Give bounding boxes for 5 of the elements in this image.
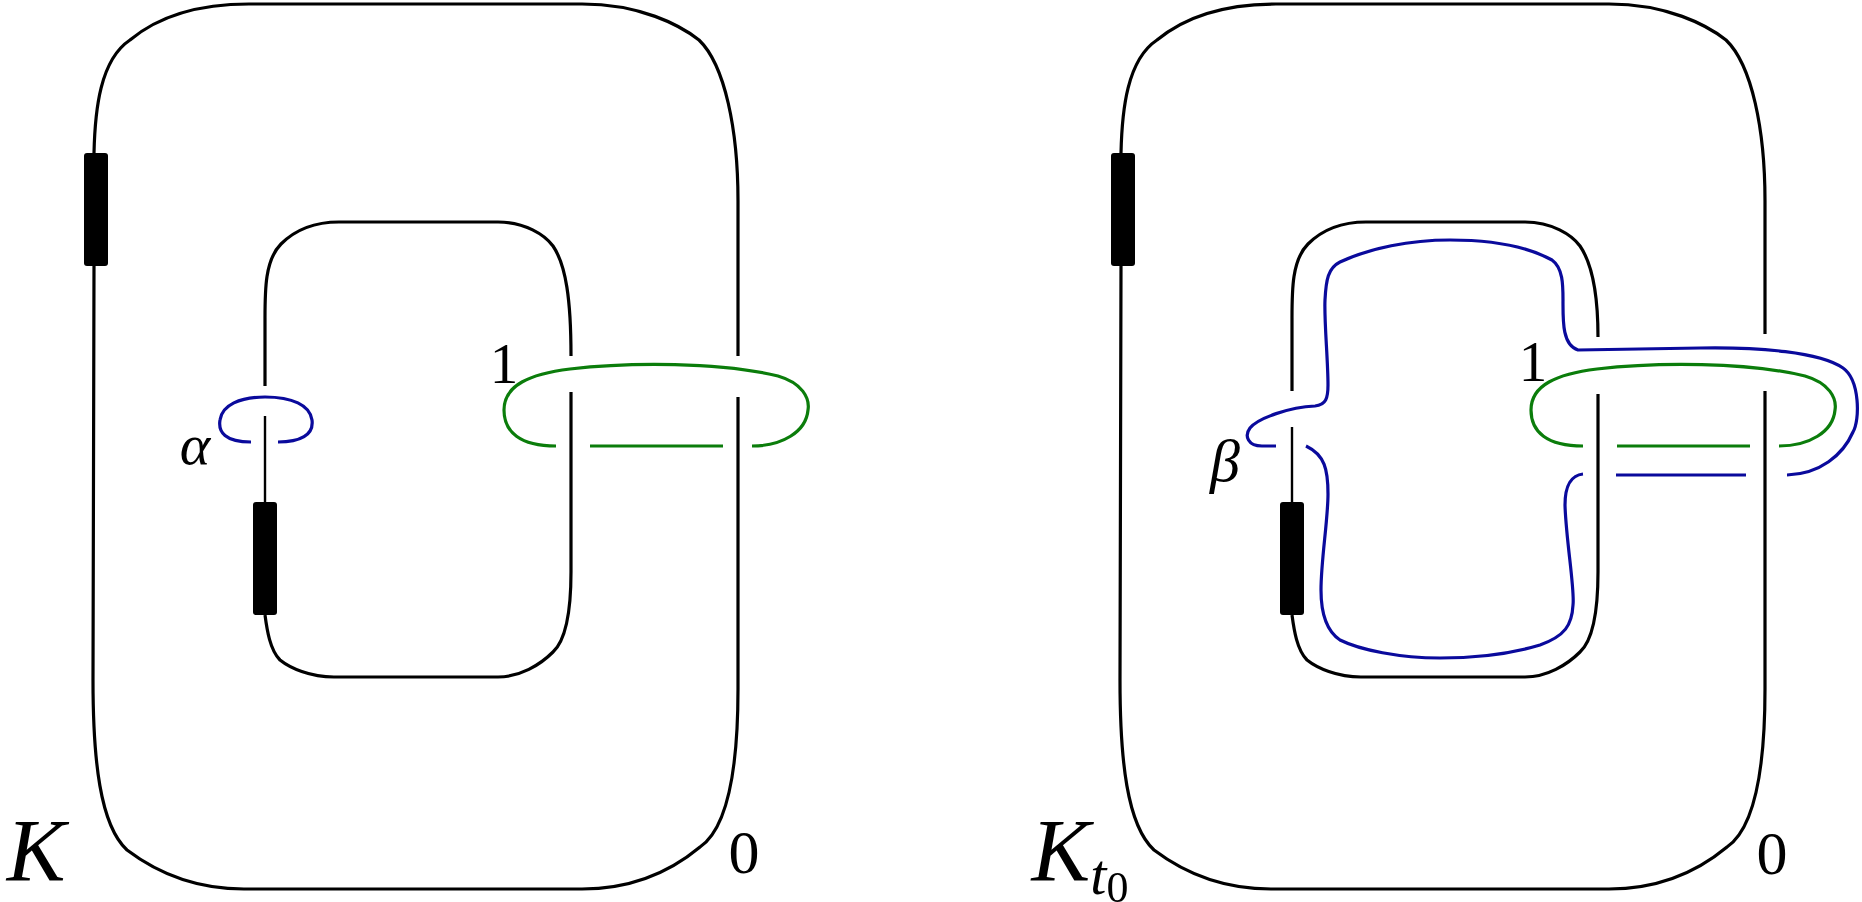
framing-number: 0 — [728, 821, 760, 883]
curve-label: α — [179, 416, 211, 474]
framing-number: 1 — [489, 334, 519, 392]
framing-number: 1 — [1518, 332, 1548, 390]
framing-number: 0 — [1756, 822, 1788, 884]
